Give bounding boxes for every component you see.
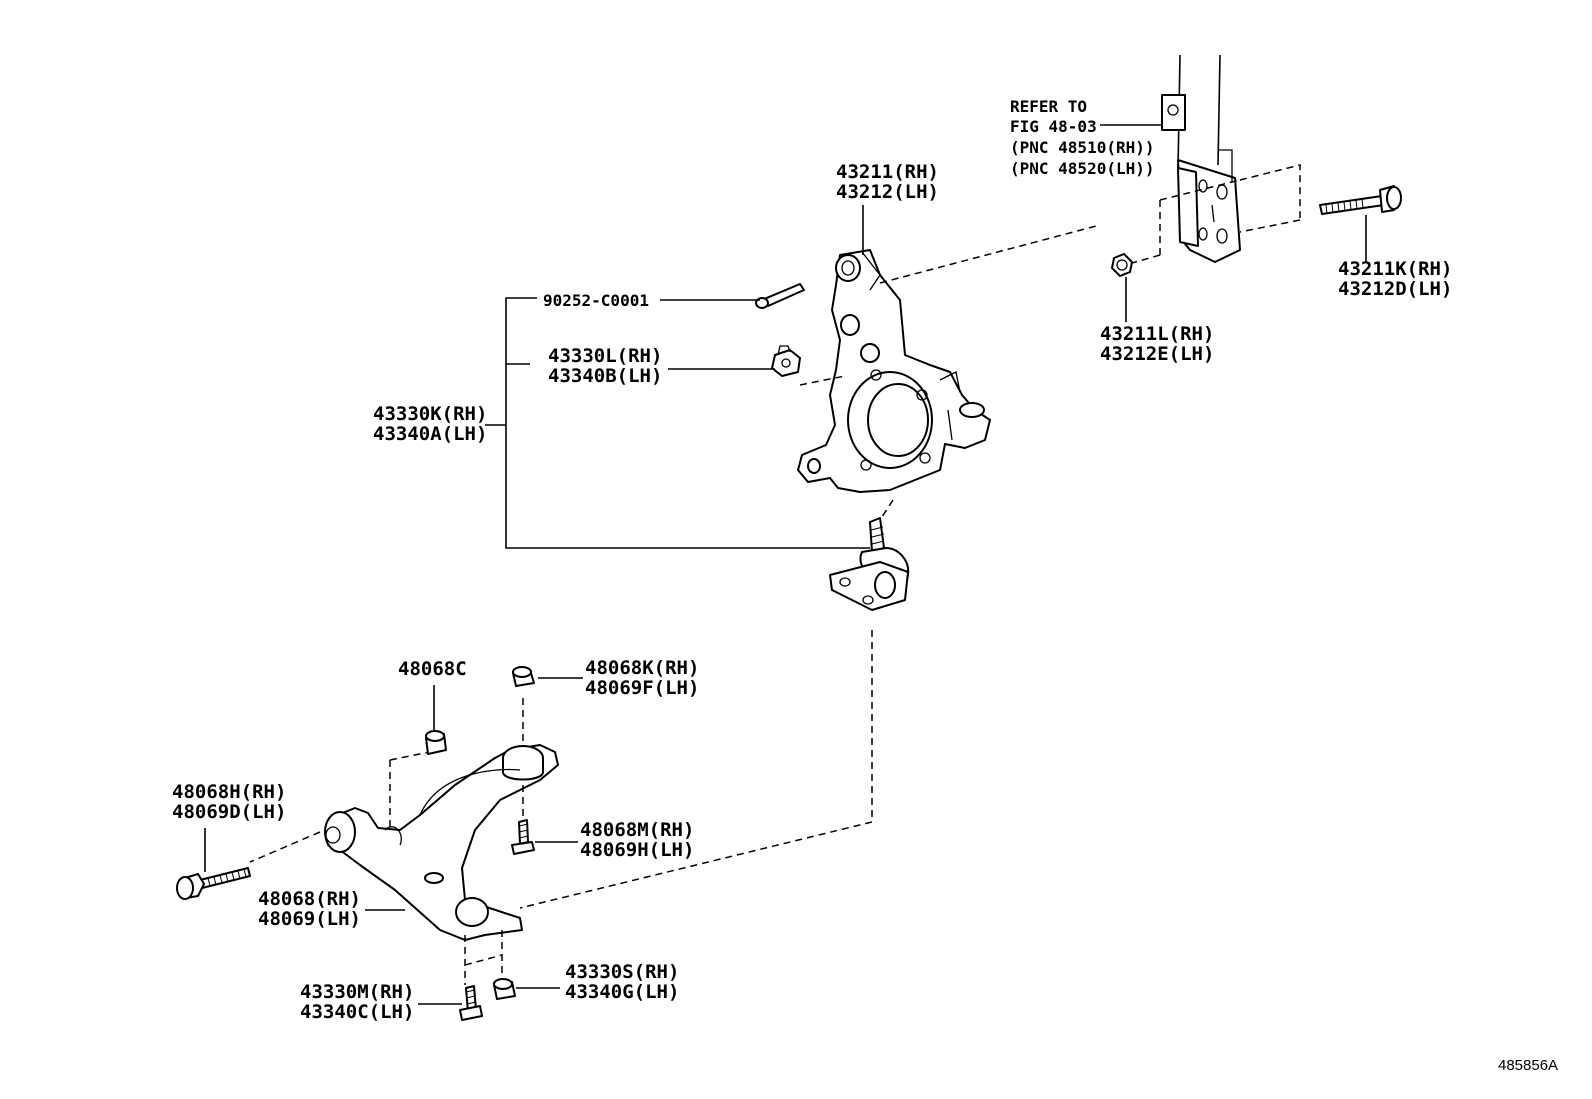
steering-knuckle[interactable] xyxy=(797,249,991,493)
label-balljoint-rh: 43330K(RH) xyxy=(373,403,487,425)
label-cotter-pin: 90252-C0001 xyxy=(543,291,649,310)
arm-long-bolt[interactable] xyxy=(176,867,251,900)
refer-line1: REFER TO xyxy=(1010,97,1087,116)
label-arm-bolt-rh: 48068H(RH) xyxy=(172,781,286,803)
cotter-pin[interactable] xyxy=(755,283,805,309)
arm-vertical-bolt[interactable] xyxy=(511,819,535,855)
label-knuckle-rh: 43211(RH) xyxy=(836,161,939,183)
label-balljoint-lh: 43340A(LH) xyxy=(373,423,487,445)
label-arm-bolt2-lh: 48069H(LH) xyxy=(580,839,694,861)
label-arm-nut-rh: 48068K(RH) xyxy=(585,657,699,679)
label-knuckle-lh: 43212(LH) xyxy=(836,181,939,203)
refer-line4: (PNC 48520(LH)) xyxy=(1010,159,1155,178)
castle-nut[interactable] xyxy=(771,345,801,377)
arm-upper-nut[interactable] xyxy=(512,666,535,687)
label-bj-nut-lh: 43340G(LH) xyxy=(565,981,679,1003)
label-bj-bolt-lh: 43340C(LH) xyxy=(300,1001,414,1023)
label-nut-lh: 43340B(LH) xyxy=(548,365,662,387)
label-nut-rh: 43330L(RH) xyxy=(548,345,662,367)
label-arm-lh: 48069(LH) xyxy=(258,908,361,930)
label-bj-nut-rh: 43330S(RH) xyxy=(565,961,679,983)
ball-joint[interactable] xyxy=(829,517,910,611)
label-strut-bolt-rh: 43211K(RH) xyxy=(1338,258,1452,280)
strut-assembly[interactable] xyxy=(1161,54,1241,263)
balljoint-bolt[interactable] xyxy=(459,985,483,1021)
label-strut-nut-rh: 43211L(RH) xyxy=(1100,323,1214,345)
label-strut-nut-lh: 43212E(LH) xyxy=(1100,343,1214,365)
label-bushing: 48068C xyxy=(398,658,467,680)
strut-nut[interactable] xyxy=(1111,253,1133,277)
label-arm-bolt-lh: 48069D(LH) xyxy=(172,801,286,823)
label-strut-bolt-lh: 43212D(LH) xyxy=(1338,278,1452,300)
refer-line3: (PNC 48510(RH)) xyxy=(1010,138,1155,157)
refer-line2: FIG 48-03 xyxy=(1010,117,1097,136)
label-arm-nut-lh: 48069F(LH) xyxy=(585,677,699,699)
illustration-id: 485856A xyxy=(1498,1057,1558,1074)
balljoint-nut[interactable] xyxy=(493,978,516,1000)
label-bj-bolt-rh: 43330M(RH) xyxy=(300,981,414,1003)
strut-bolt[interactable] xyxy=(1319,185,1402,215)
lower-control-arm[interactable] xyxy=(324,744,559,941)
label-arm-bolt2-rh: 48068M(RH) xyxy=(580,819,694,841)
arm-bushing[interactable] xyxy=(425,730,447,755)
label-arm-rh: 48068(RH) xyxy=(258,888,361,910)
